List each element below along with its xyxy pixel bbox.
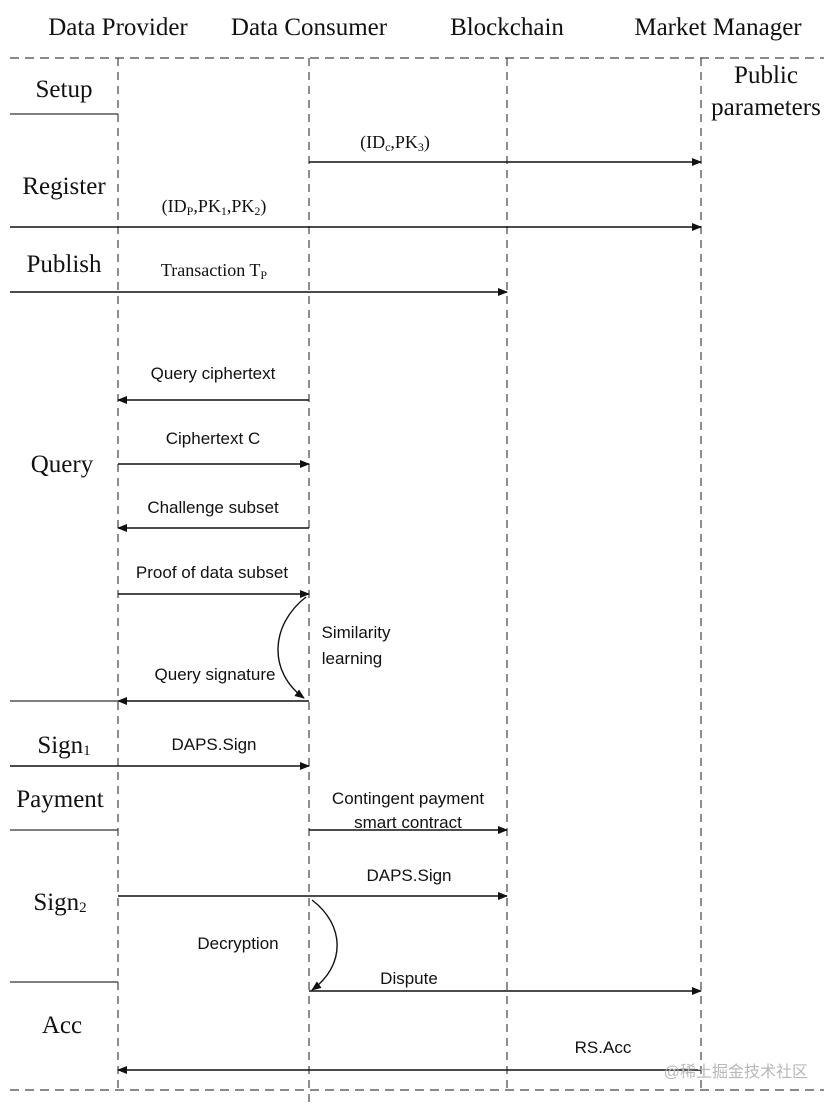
msg-ciphertext-c: Ciphertext C [166,429,260,448]
msg-contingent-1: Contingent payment [332,789,484,808]
phase-register: Register [22,173,106,200]
msg-challenge-subset: Challenge subset [147,498,279,517]
loop-decryption [311,899,338,991]
phase-payment: Payment [16,786,104,813]
phase-acc: Acc [42,1012,82,1039]
msg-transaction-label: Transaction TP [161,260,268,282]
msg-query-signature: Query signature [155,665,276,684]
msg-daps-sign-1: DAPS.Sign [171,735,256,754]
lane-data-provider: Data Provider [48,14,188,41]
msg-dispute: Dispute [380,969,438,988]
msg-idc-pk3-label: (IDc,PK3) [360,132,430,154]
msg-daps-sign-2: DAPS.Sign [366,866,451,885]
note-decryption: Decryption [197,934,278,953]
watermark: @稀土掘金技术社区 [664,1063,808,1081]
loop-similarity-learning [277,596,307,699]
note-public-params-1: Public [734,62,798,89]
note-similarity-1: Similarity [322,623,391,642]
phase-sign2: Sign2 [33,889,86,916]
phase-setup: Setup [36,76,93,103]
phase-sign1: Sign1 [37,732,90,759]
msg-rs-acc: RS.Acc [575,1038,632,1057]
phase-query: Query [31,451,94,478]
msg-proof-subset: Proof of data subset [136,563,288,582]
lane-data-consumer: Data Consumer [231,14,388,41]
msg-query-ciphertext: Query ciphertext [151,364,276,383]
msg-contingent-2: smart contract [354,813,462,832]
lane-market-manager: Market Manager [634,14,802,41]
msg-idp-pk-label: (IDP,PK1,PK2) [162,196,267,218]
phase-publish: Publish [26,251,102,278]
note-public-params-2: parameters [711,94,821,121]
note-similarity-2: learning [322,649,383,668]
lane-blockchain: Blockchain [450,14,564,41]
